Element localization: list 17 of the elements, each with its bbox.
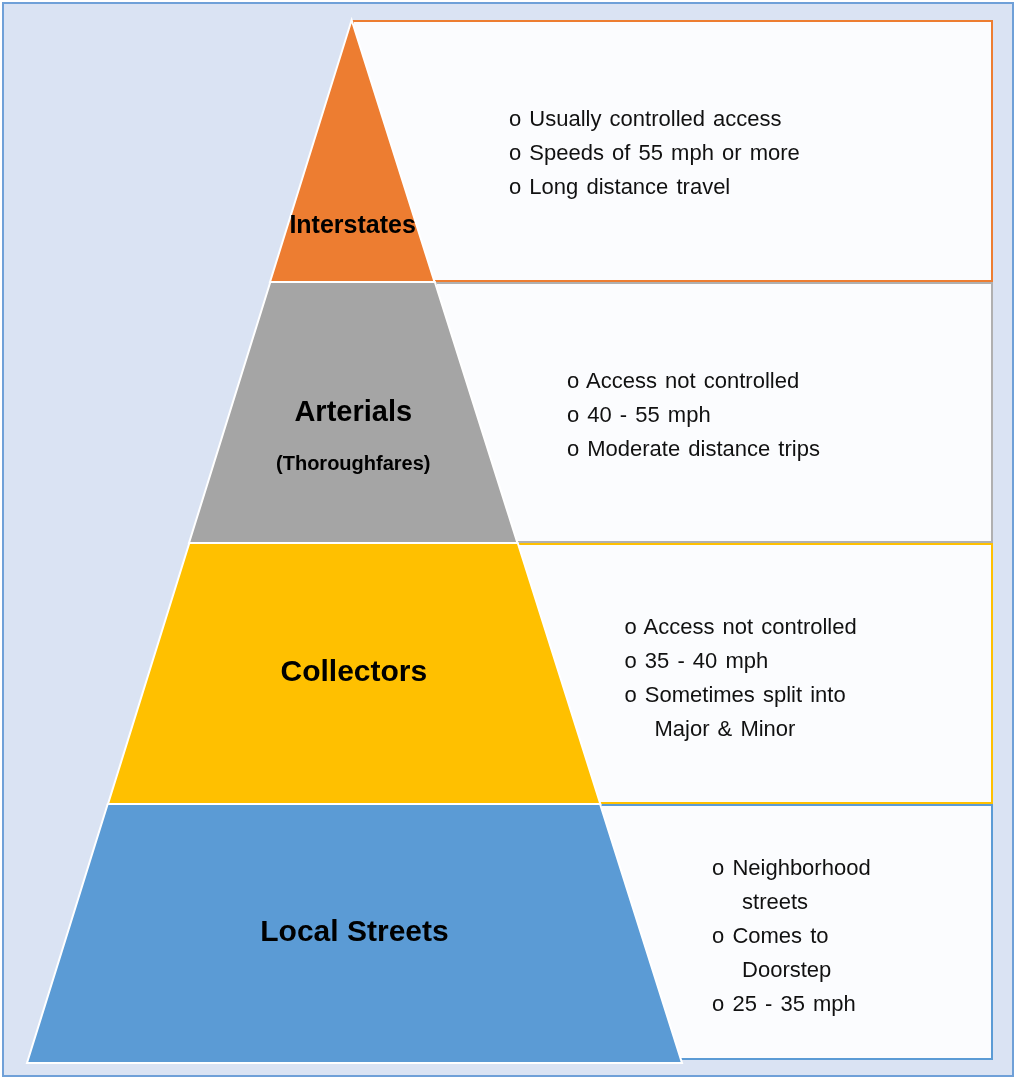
- bullet-item: o Sometimes split into Major & Minor: [624, 681, 847, 743]
- bullet-item: o Usually controlled access: [509, 105, 783, 133]
- bullet-item: o Access not controlled: [566, 367, 801, 395]
- bullet-item: o 35 - 40 mph: [624, 647, 770, 675]
- tier-sublabel: (Thoroughfares): [275, 452, 432, 475]
- description-box: [517, 543, 993, 804]
- description-box: [434, 282, 993, 543]
- bullet-item: o 25 - 35 mph: [712, 990, 857, 1018]
- tier-label: Local Streets: [259, 914, 450, 948]
- tier-label: Arterials: [293, 395, 414, 428]
- bullet-item: o Speeds of 55 mph or more: [509, 139, 800, 167]
- bullet-item: o Access not controlled: [624, 613, 858, 641]
- tier-label: Collectors: [279, 654, 429, 688]
- bullet-item: o Moderate distance trips: [566, 435, 820, 463]
- bullet-item: o 40 - 55 mph: [566, 401, 712, 429]
- tier-label: Interstates: [288, 210, 417, 239]
- bullet-item: o Long distance travel: [509, 173, 732, 201]
